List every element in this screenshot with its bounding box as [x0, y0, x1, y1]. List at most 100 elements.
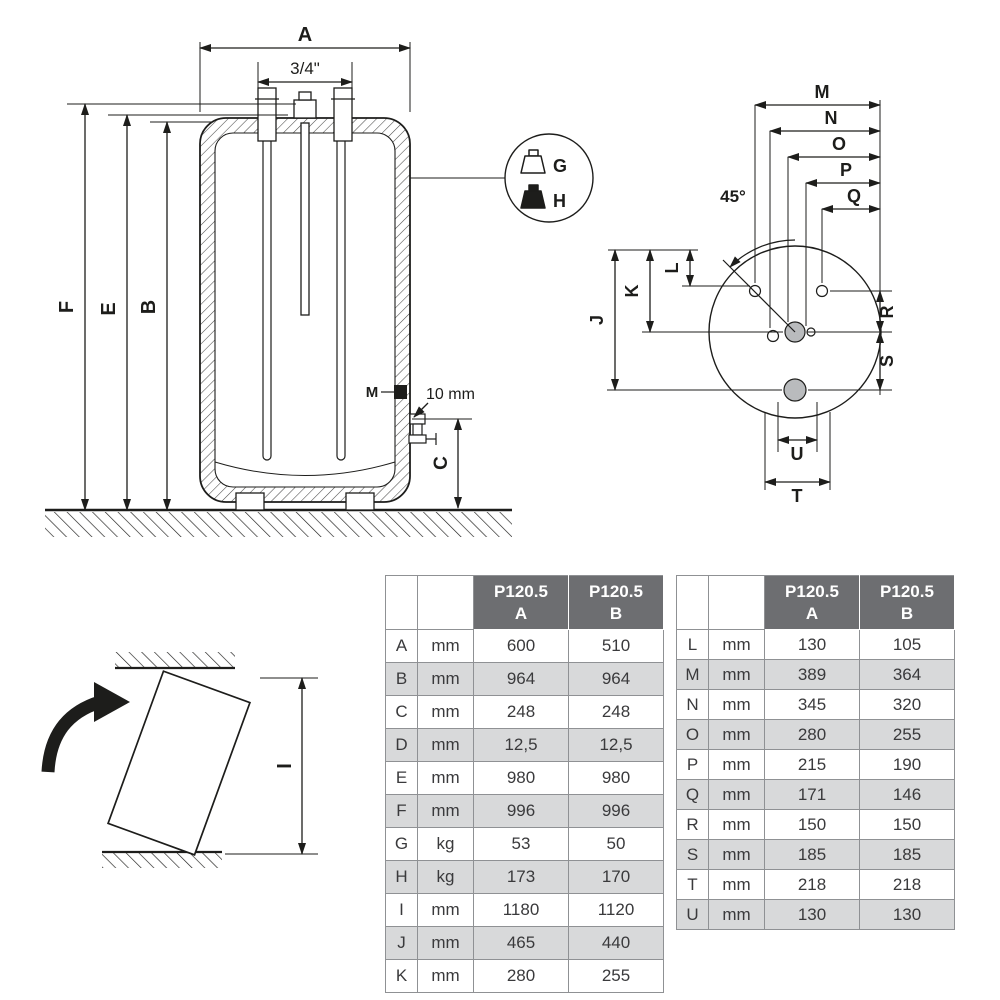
value-b: 440	[568, 926, 664, 960]
header-empty	[385, 575, 418, 630]
floor-surface	[102, 850, 222, 868]
dim-letter: G	[385, 827, 418, 861]
dim-unit: mm	[417, 926, 474, 960]
dim-letter: M	[676, 659, 709, 690]
dim-unit: mm	[417, 893, 474, 927]
dim-label-n: N	[825, 108, 838, 128]
value-b: 996	[568, 794, 664, 828]
dim-label-b: B	[138, 300, 160, 314]
value-b: 105	[859, 629, 955, 660]
port	[748, 284, 762, 298]
value-a: 130	[764, 629, 860, 660]
value-a: 964	[473, 662, 569, 696]
dim-letter: A	[385, 629, 418, 663]
header-model-a: P120.5 A	[764, 575, 860, 630]
dim-label-e: E	[98, 302, 120, 315]
dim-unit: kg	[417, 860, 474, 894]
port	[815, 284, 829, 298]
front-view-dimension-lines	[67, 42, 505, 511]
header-model-label: P120.5	[880, 582, 934, 602]
table-header-row: P120.5 A P120.5 B	[676, 575, 955, 630]
tilt-view-diagram: I	[41, 652, 318, 868]
value-b: 1120	[568, 893, 664, 927]
value-a: 185	[764, 839, 860, 870]
dim-letter: J	[385, 926, 418, 960]
value-a: 12,5	[473, 728, 569, 762]
full-weight-icon	[520, 184, 546, 209]
header-empty	[417, 575, 474, 630]
drain-offset-label: 10 mm	[426, 386, 475, 403]
front-view-diagram: G H A 3/4" F E B C M 10 mm	[45, 24, 594, 537]
dim-letter: F	[385, 794, 418, 828]
value-b: 980	[568, 761, 664, 795]
dim-label-p: P	[840, 160, 852, 180]
tilt-arrow-icon	[41, 682, 130, 773]
value-b: 510	[568, 629, 664, 663]
value-b: 255	[568, 959, 664, 993]
dim-letter: D	[385, 728, 418, 762]
dim-label-k: K	[622, 285, 642, 298]
dim-unit: mm	[417, 662, 474, 696]
dim-letter: K	[385, 959, 418, 993]
tilt-dimension-lines	[225, 677, 318, 855]
value-a: 465	[473, 926, 569, 960]
value-b: 12,5	[568, 728, 664, 762]
header-variant-label: A	[514, 603, 528, 623]
sensor-label: M	[366, 384, 379, 401]
internal-tubes	[262, 141, 346, 461]
value-a: 171	[764, 779, 860, 810]
value-b: 50	[568, 827, 664, 861]
value-a: 173	[473, 860, 569, 894]
dim-unit: mm	[708, 779, 765, 810]
dim-letter: O	[676, 719, 709, 750]
dim-label-i: I	[274, 763, 296, 769]
value-b: 146	[859, 779, 955, 810]
dim-unit: mm	[708, 839, 765, 870]
dim-unit: mm	[417, 959, 474, 993]
thread-size-label: 3/4"	[290, 59, 320, 78]
value-a: 218	[764, 869, 860, 900]
dim-letter: S	[676, 839, 709, 870]
value-a: 280	[764, 719, 860, 750]
port	[766, 329, 780, 343]
dim-unit: mm	[708, 899, 765, 930]
header-empty	[676, 575, 709, 630]
ground-hatch	[45, 508, 512, 537]
header-model-label: P120.5	[589, 582, 643, 602]
dim-unit: mm	[708, 629, 765, 660]
header-model-b: P120.5 B	[568, 575, 664, 630]
top-view-diagram: 45° M N O P Q J K L R S U T	[590, 82, 897, 506]
header-model-b: P120.5 B	[859, 575, 955, 630]
dim-label-t: T	[792, 486, 803, 506]
tank-top-outline	[708, 239, 882, 419]
dim-label-s: S	[877, 355, 897, 367]
header-model-label: P120.5	[494, 582, 548, 602]
dim-unit: mm	[417, 761, 474, 795]
header-empty	[708, 575, 765, 630]
value-a: 1180	[473, 893, 569, 927]
header-variant-label: A	[805, 603, 819, 623]
dim-label-o: O	[832, 134, 846, 154]
dim-label-u: U	[791, 444, 804, 464]
dim-letter: R	[676, 809, 709, 840]
dim-unit: mm	[417, 728, 474, 762]
value-b: 185	[859, 839, 955, 870]
dim-letter: N	[676, 689, 709, 720]
weight-badge: G H	[504, 133, 594, 223]
value-a: 280	[473, 959, 569, 993]
value-b: 320	[859, 689, 955, 720]
dim-letter: L	[676, 629, 709, 660]
dim-letter: T	[676, 869, 709, 900]
